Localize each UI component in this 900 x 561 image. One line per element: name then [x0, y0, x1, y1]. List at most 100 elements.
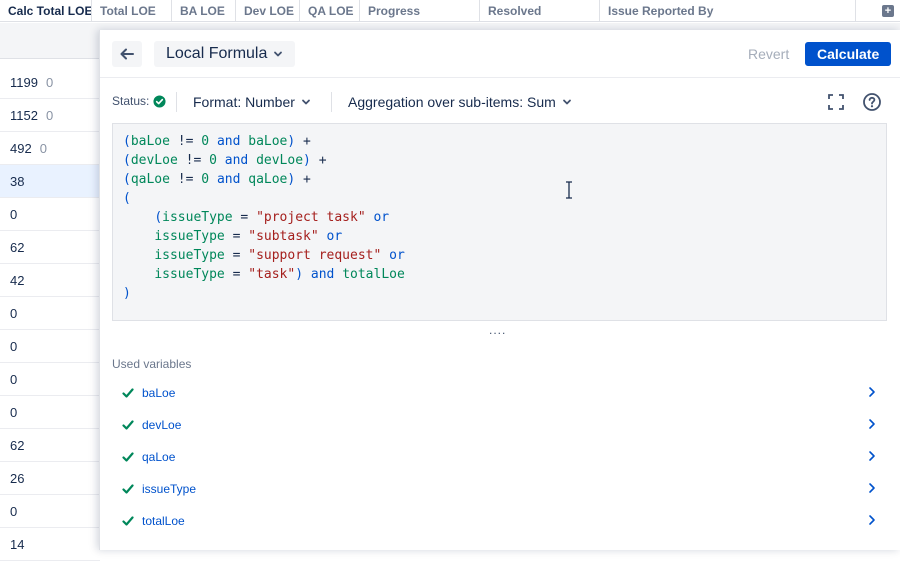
column-header-ba-loe[interactable]: BA LOE — [172, 0, 236, 22]
table-row[interactable]: 1199 0 — [0, 66, 100, 99]
cell-value: 62 — [10, 240, 25, 255]
plus-square-icon[interactable]: + — [882, 5, 894, 17]
cell-value: 0 — [10, 207, 18, 222]
formula-toolbar: Status: Format: Number Aggregation over … — [100, 88, 900, 116]
editor-resize-handle[interactable]: .... — [489, 323, 507, 337]
variable-item-baloe[interactable]: baLoe — [112, 378, 887, 408]
chevron-right-icon — [869, 483, 875, 493]
formula-line: issueType = "subtask" or — [154, 229, 343, 244]
check-icon — [122, 388, 134, 398]
table-row[interactable]: 0 — [0, 495, 100, 528]
status-label: Status: — [112, 94, 150, 108]
column-header-calc-total-loe[interactable]: Calc Total LOE — [0, 0, 92, 22]
used-variables-title: Used variables — [112, 357, 192, 371]
cell-value: 42 — [10, 273, 25, 288]
chevron-right-icon — [869, 451, 875, 461]
column-header-resolved[interactable]: Resolved — [480, 0, 600, 22]
fullscreen-icon[interactable] — [826, 92, 846, 112]
cell-value: 0 — [10, 306, 18, 321]
cell-value: 62 — [10, 438, 25, 453]
calculate-button[interactable]: Calculate — [805, 42, 892, 66]
variable-item-devloe[interactable]: devLoe — [112, 410, 887, 440]
cell-value: 1152 — [10, 108, 38, 123]
table-row[interactable]: 62 — [0, 429, 100, 462]
cell-value: 0 — [10, 339, 18, 354]
text-cursor-icon — [566, 181, 572, 199]
check-icon — [122, 420, 134, 430]
table-row[interactable]: 0 — [0, 198, 100, 231]
table-row[interactable]: 26 — [0, 462, 100, 495]
formula-type-dropdown[interactable]: Local Formula — [154, 41, 296, 67]
help-icon[interactable] — [862, 92, 882, 112]
table-header: Calc Total LOE Total LOE BA LOE Dev LOE … — [0, 0, 900, 22]
variable-name: totalLoe — [142, 514, 185, 528]
toolbar-divider — [331, 92, 332, 112]
chevron-down-icon — [562, 99, 571, 105]
formula-line: ( — [123, 191, 131, 206]
column-header-total-loe[interactable]: Total LOE — [92, 0, 172, 22]
formula-line: issueType = "support request" or — [154, 248, 405, 263]
table-row[interactable]: 492 0 — [0, 132, 100, 165]
format-dropdown[interactable]: Format: Number — [193, 92, 311, 112]
cell-value: 14 — [10, 537, 25, 552]
table-row[interactable]: 14 — [0, 528, 100, 561]
formula-line: (devLoe != 0 and devLoe) + — [123, 153, 327, 168]
cell-value: 38 — [10, 174, 25, 189]
status-indicator: Status: — [112, 94, 166, 108]
toolbar-divider — [176, 92, 177, 112]
check-icon — [122, 516, 134, 526]
chevron-right-icon — [869, 515, 875, 525]
panel-title: Local Formula — [166, 45, 268, 62]
formula-editor[interactable]: (baLoe != 0 and baLoe) + (devLoe != 0 an… — [112, 123, 887, 321]
panel-header: Local Formula Revert Calculate — [100, 30, 900, 78]
chevron-right-icon — [869, 419, 875, 429]
formula-line: (issueType = "project task" or — [154, 210, 390, 225]
table-row-selected[interactable]: 38 — [0, 165, 100, 198]
chevron-down-icon — [274, 51, 283, 57]
cell-value: 0 — [10, 504, 18, 519]
column-header-progress[interactable]: Progress — [360, 0, 480, 22]
aggregation-label: Aggregation over sub-items: Sum — [348, 94, 556, 110]
calc-total-loe-column: 1199 0 1152 0 492 0 38 0 62 42 0 0 0 0 62 2… — [0, 66, 100, 561]
check-circle-icon — [153, 94, 166, 108]
aggregation-dropdown[interactable]: Aggregation over sub-items: Sum — [348, 92, 572, 112]
cell-subvalue: 0 — [45, 75, 54, 90]
formula-line: (qaLoe != 0 and qaLoe) + — [123, 172, 311, 187]
column-header-qa-loe[interactable]: QA LOE — [300, 0, 360, 22]
cell-subvalue: 0 — [45, 108, 54, 123]
variable-item-issuetype[interactable]: issueType — [112, 474, 887, 504]
table-row[interactable]: 1152 0 — [0, 99, 100, 132]
table-row[interactable]: 0 — [0, 330, 100, 363]
variable-item-totalloe[interactable]: totalLoe — [112, 506, 887, 536]
table-row[interactable]: 0 — [0, 363, 100, 396]
variable-name: qaLoe — [142, 450, 176, 464]
formula-line: ) — [123, 286, 131, 301]
table-row[interactable]: 62 — [0, 231, 100, 264]
format-label: Format: Number — [193, 94, 295, 110]
formula-panel: Local Formula Revert Calculate Status: F… — [99, 30, 900, 550]
cell-value: 0 — [10, 405, 18, 420]
revert-button[interactable]: Revert — [748, 46, 790, 62]
table-row[interactable]: 42 — [0, 264, 100, 297]
cell-value: 492 — [10, 141, 32, 156]
variable-item-qaloe[interactable]: qaLoe — [112, 442, 887, 472]
variable-name: baLoe — [142, 386, 176, 400]
variable-name: issueType — [142, 482, 197, 496]
check-icon — [122, 484, 134, 494]
back-button[interactable] — [112, 41, 142, 67]
cell-value: 0 — [10, 372, 18, 387]
table-row[interactable]: 0 — [0, 396, 100, 429]
cell-subvalue: 0 — [39, 141, 47, 156]
column-header-dev-loe[interactable]: Dev LOE — [236, 0, 300, 22]
check-icon — [122, 452, 134, 462]
arrow-left-icon — [120, 48, 134, 60]
column-header-issue-reported-by[interactable]: Issue Reported By — [600, 0, 856, 22]
formula-line: (baLoe != 0 and baLoe) + — [123, 134, 311, 149]
chevron-down-icon — [302, 99, 310, 105]
table-row[interactable]: 0 — [0, 297, 100, 330]
formula-line: issueType = "task") and totalLoe — [154, 267, 405, 282]
variable-name: devLoe — [142, 418, 182, 432]
cell-value: 1199 — [10, 75, 38, 90]
cell-value: 26 — [10, 471, 25, 486]
chevron-right-icon — [869, 387, 875, 397]
